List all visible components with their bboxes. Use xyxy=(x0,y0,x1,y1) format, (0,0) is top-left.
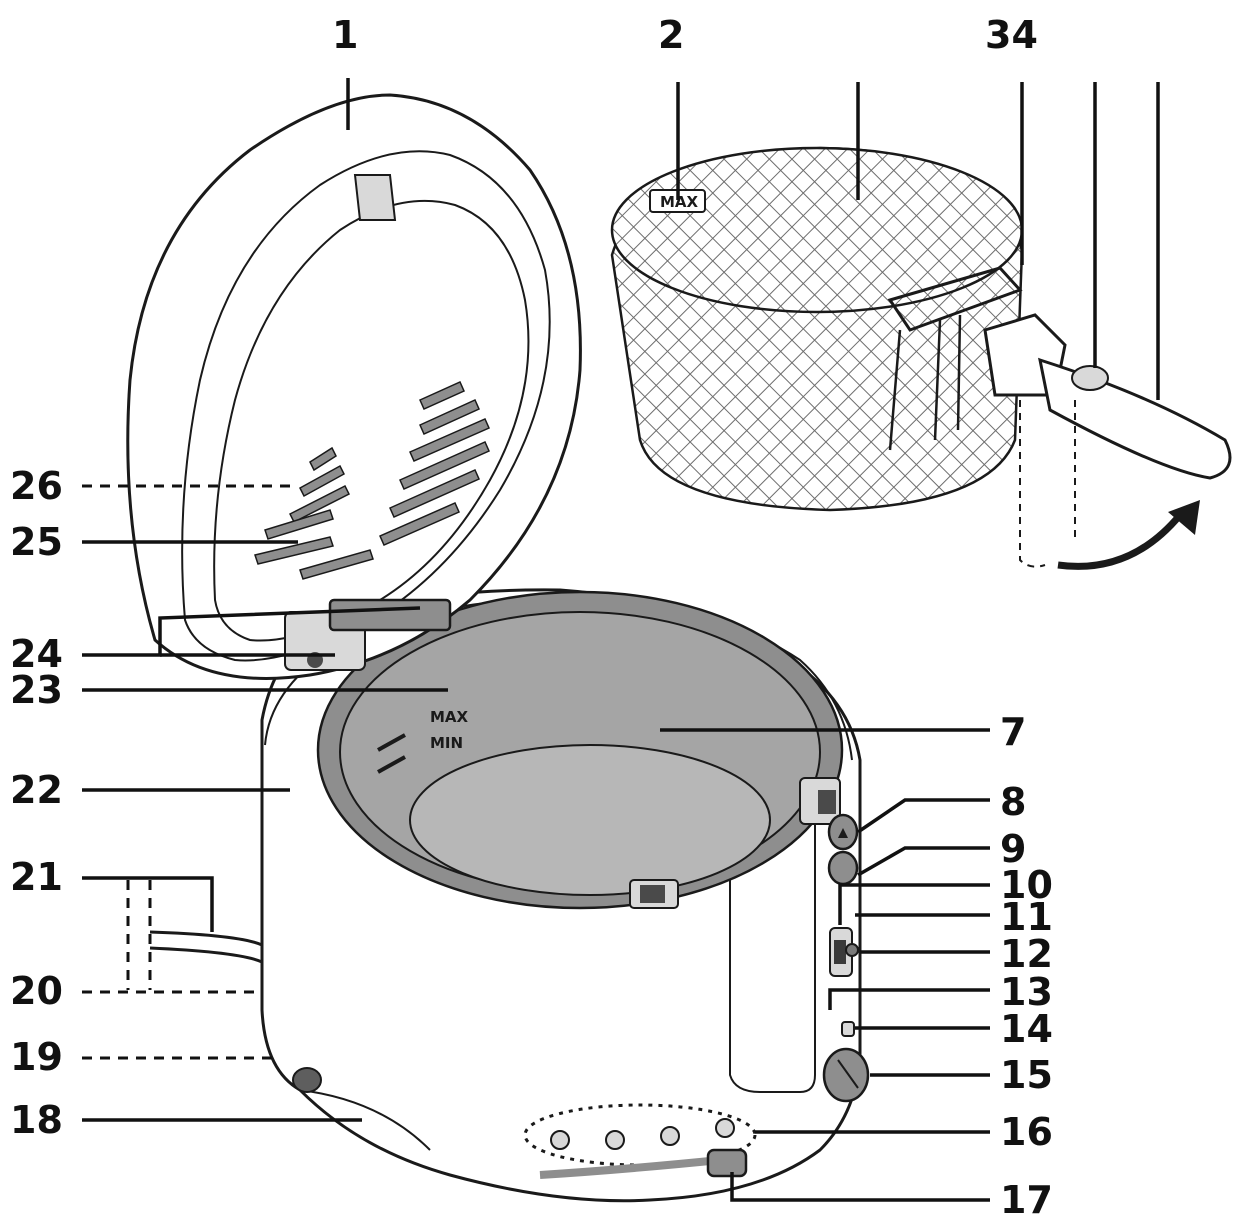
bowl-bottom xyxy=(409,744,771,896)
basket-wire-frame xyxy=(887,266,1023,332)
callout-21: 21 xyxy=(10,855,63,899)
cord-storage-hidden xyxy=(126,880,152,990)
on-off-switch xyxy=(834,940,846,964)
food-icon-1 xyxy=(550,1130,570,1150)
power-cord xyxy=(149,930,263,947)
leader-9 xyxy=(857,846,990,877)
food-icon-4 xyxy=(715,1118,735,1138)
leader-17 xyxy=(730,1172,990,1202)
lid-shell xyxy=(126,93,582,680)
bowl-max-mark: MAX xyxy=(430,708,469,726)
basket-handle xyxy=(1038,357,1232,480)
vent xyxy=(309,446,337,472)
callout-13: 13 xyxy=(1000,970,1053,1014)
lid-vents xyxy=(254,381,490,580)
vent xyxy=(399,441,490,490)
vent xyxy=(379,502,460,546)
basket-rim xyxy=(610,146,1024,314)
callout-25: 25 xyxy=(10,520,63,564)
vent xyxy=(389,469,480,518)
rubber-foot xyxy=(292,1067,322,1093)
power-light xyxy=(845,943,859,957)
callout-8: 8 xyxy=(1000,780,1026,824)
food-icon-2 xyxy=(605,1130,625,1150)
callout-22: 22 xyxy=(10,768,63,812)
thermostat-knob xyxy=(822,1047,870,1103)
basket-wire-legs xyxy=(888,314,962,451)
callout-labels: 1 2 34 7 8 9 10 11 12 13 14 15 16 17 18 … xyxy=(10,13,1053,1222)
vent xyxy=(254,536,334,565)
callout-26: 26 xyxy=(10,464,63,508)
level-marks xyxy=(377,733,406,774)
fold-arrow-head xyxy=(1168,500,1200,535)
bowl-clip-front-tab xyxy=(640,885,665,903)
callout-20: 20 xyxy=(10,969,63,1013)
vent xyxy=(419,399,480,435)
lid-release-icon xyxy=(838,828,848,838)
leader-10 xyxy=(838,883,990,925)
callout-1: 1 xyxy=(332,13,358,57)
callout-12: 12 xyxy=(1000,932,1053,976)
callout-9: 9 xyxy=(1000,827,1026,871)
timer-slider xyxy=(706,1148,748,1178)
callout-11: 11 xyxy=(1000,895,1053,939)
callout-34: 34 xyxy=(985,13,1038,57)
basket-max-mark: MAX xyxy=(660,193,699,211)
food-icon-3 xyxy=(660,1126,680,1146)
leader-24 xyxy=(82,606,421,657)
leader-13 xyxy=(828,988,990,1010)
temperature-light xyxy=(841,1021,855,1037)
basket-lift-button xyxy=(827,850,859,886)
leader-lines xyxy=(82,78,1160,1202)
frying-basket: MAX xyxy=(610,146,1232,570)
callout-24: 24 xyxy=(10,632,63,676)
callout-14: 14 xyxy=(1000,1007,1053,1051)
leader-8 xyxy=(857,798,990,834)
thermostat-knob-ridge xyxy=(837,1059,859,1089)
bowl-min-mark: MIN xyxy=(430,734,463,752)
leader-21 xyxy=(82,876,214,932)
vent xyxy=(288,484,351,524)
inner-bowl: MAX MIN xyxy=(316,590,844,910)
callout-16: 16 xyxy=(1000,1110,1053,1154)
callout-19: 19 xyxy=(10,1035,63,1079)
vent xyxy=(299,464,345,498)
handle-folded-outline xyxy=(1019,400,1046,568)
fold-arrow xyxy=(1057,512,1183,570)
vent xyxy=(409,418,490,462)
timer-slot xyxy=(539,1156,721,1179)
callout-23: 23 xyxy=(10,668,63,712)
lid-top-clip xyxy=(353,174,397,221)
front-recess xyxy=(729,810,816,1093)
vent xyxy=(299,549,374,580)
hinge-bar xyxy=(328,598,452,632)
power-cord-edge xyxy=(149,946,263,964)
lid xyxy=(126,93,582,680)
vent xyxy=(419,381,465,410)
front-panel xyxy=(523,1103,757,1179)
callout-7: 7 xyxy=(1000,710,1026,754)
vent xyxy=(264,509,334,540)
callout-18: 18 xyxy=(10,1098,63,1142)
handle-release-button xyxy=(1071,365,1109,391)
callout-17: 17 xyxy=(1000,1178,1053,1222)
side-controls xyxy=(822,813,870,1103)
base-ring xyxy=(299,1089,431,1151)
bowl-clip-side-tab xyxy=(818,790,836,814)
callout-10: 10 xyxy=(1000,863,1053,907)
callout-15: 15 xyxy=(1000,1053,1053,1097)
callout-2: 2 xyxy=(658,13,684,57)
